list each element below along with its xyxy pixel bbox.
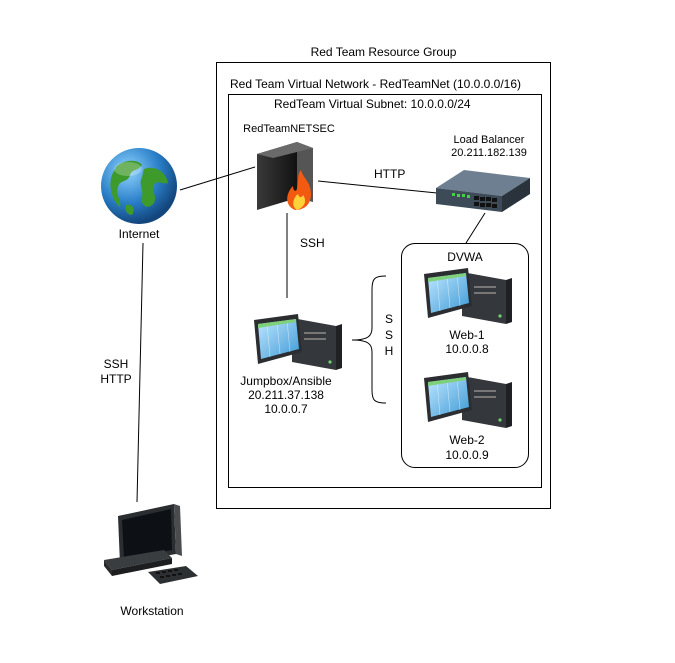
subnet-label: RedTeam Virtual Subnet: 10.0.0.0/24 [274, 97, 471, 111]
vnet-container [228, 94, 542, 488]
load-balancer-ip: 20.211.182.139 [451, 147, 527, 159]
http-workstation-label: HTTP [100, 372, 132, 386]
vnet-label: Red Team Virtual Network - RedTeamNet (1… [230, 77, 522, 91]
ssh-workstation-label: SSH [103, 357, 129, 371]
ssh-brace [351, 275, 387, 404]
web2-ip: 10.0.0.9 [445, 448, 489, 462]
dvwa-group-container [401, 243, 529, 468]
jumpbox-private-ip: 10.0.0.7 [264, 402, 308, 416]
web2-server-icon [423, 371, 513, 429]
ssh-vertical-label-s1: S [384, 312, 393, 326]
ssh-vertical-label-h: H [384, 344, 394, 358]
internet-workstation-line [136, 242, 144, 503]
jumpbox-public-ip: 20.211.37.138 [248, 388, 324, 402]
http-link-label: HTTP [374, 167, 406, 181]
firewall-lb-line [317, 180, 438, 194]
load-balancer-label: Load Balancer [453, 134, 525, 146]
internet-firewall-line [179, 166, 256, 191]
dvwa-group-label: DVWA [447, 250, 483, 264]
resource-group-container [216, 62, 551, 509]
globe-icon [101, 148, 177, 224]
web1-label: Web-1 [449, 328, 485, 342]
firewall-icon [257, 142, 313, 210]
switch-icon [436, 170, 530, 212]
resource-group-label: Red Team Resource Group [310, 45, 457, 59]
ssh-vertical-label-s2: S [384, 328, 393, 342]
web1-server-icon [423, 267, 513, 325]
workstation-label: Workstation [120, 604, 184, 618]
workstation-icon [104, 504, 198, 584]
ssh-link-label: SSH [300, 236, 325, 250]
jumpbox-label: Jumpbox/Ansible [240, 374, 332, 388]
firewall-label: RedTeamNETSEC [243, 123, 335, 135]
lb-dvwa-line [465, 212, 486, 244]
web2-label: Web-2 [449, 433, 485, 447]
jumpbox-server-icon [253, 313, 343, 371]
internet-label: Internet [118, 227, 160, 241]
web1-ip: 10.0.0.8 [445, 342, 489, 356]
